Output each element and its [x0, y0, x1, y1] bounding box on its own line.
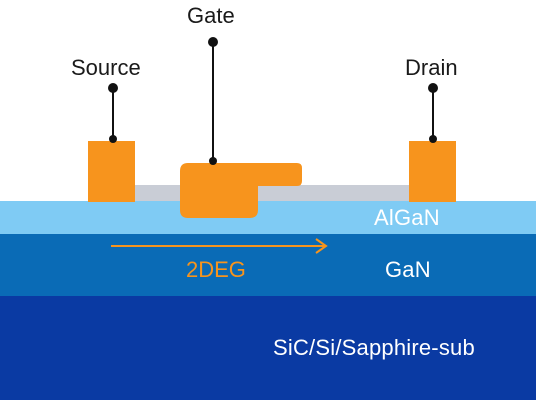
passivation-layer — [134, 185, 411, 201]
drain-contact-dot — [429, 135, 437, 143]
substrate-layer — [0, 296, 536, 400]
gate-label: Gate — [187, 3, 235, 28]
channel-arrow-head — [315, 238, 328, 254]
channel-2deg-label: 2DEG — [186, 257, 246, 282]
gan-label: GaN — [385, 257, 431, 282]
algan-label: AlGaN — [374, 205, 440, 230]
gate-contact — [180, 163, 302, 218]
substrate-label: SiC/Si/Sapphire-sub — [273, 335, 475, 360]
gate-terminal-dot — [208, 37, 218, 47]
gate-contact-dot — [209, 157, 217, 165]
algan-layer — [0, 201, 536, 234]
source-terminal-dot — [108, 83, 118, 93]
source-contact — [88, 141, 135, 202]
drain-label: Drain — [405, 55, 458, 80]
source-contact-dot — [109, 135, 117, 143]
drain-contact — [409, 141, 456, 202]
drain-terminal-dot — [428, 83, 438, 93]
gan-layer — [0, 233, 536, 296]
source-label: Source — [71, 55, 141, 80]
